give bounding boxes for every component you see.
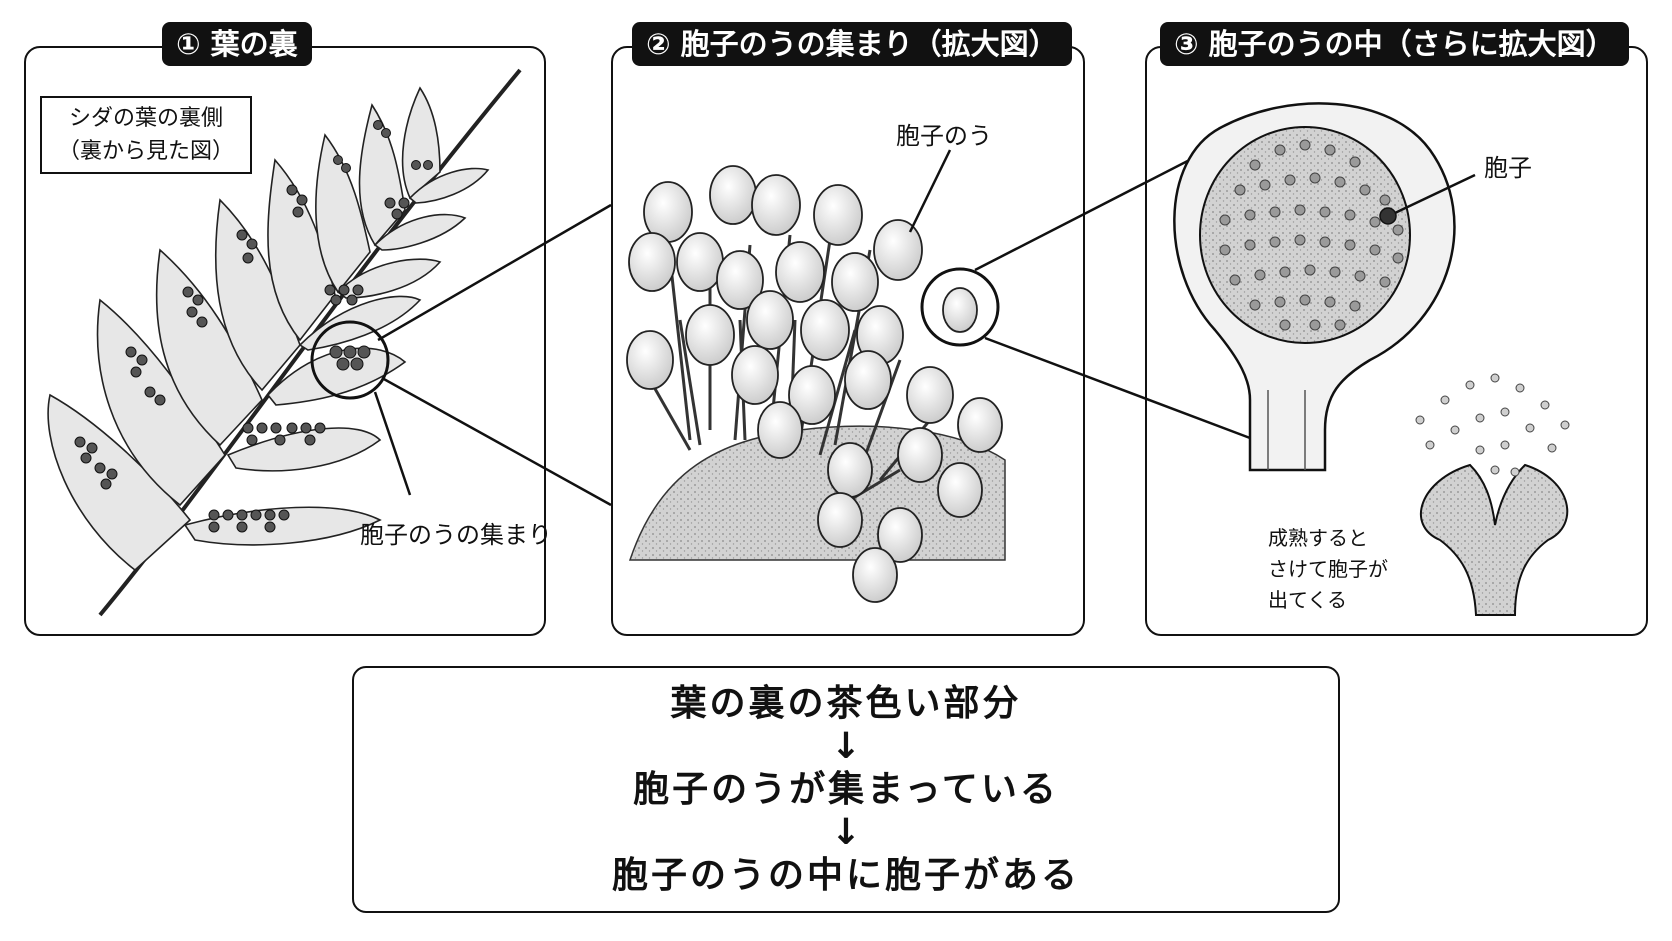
summary-line-2: 胞子のうが集まっている (354, 768, 1338, 812)
label-sori: 胞子のうの集まり (360, 515, 552, 550)
caption-line-3: 出てくる (1268, 585, 1388, 616)
caption-burst: 成熟すると さけて胞子が 出てくる (1268, 523, 1388, 616)
caption-line-1: 成熟すると (1268, 523, 1388, 554)
summary-arrow-2: ↓ (354, 812, 1338, 854)
label-sporangium: 胞子のう (896, 116, 992, 151)
bursting-sporangium-drawing (1416, 374, 1569, 615)
summary-line-3: 胞子のうの中に胞子がある (354, 854, 1338, 898)
summary-arrow-1: ↓ (354, 726, 1338, 768)
note-line-1: シダの葉の裏側 (58, 102, 234, 135)
panel2-title: ② 胞子のうの集まり（拡大図） (632, 22, 1072, 66)
leader-line-sporangium (910, 150, 950, 232)
zoom-line-2b (985, 338, 1250, 438)
leader-line-sori (375, 392, 410, 495)
sporangia-cluster-drawing (627, 166, 1005, 602)
label-spore: 胞子 (1484, 148, 1532, 183)
zoom-line-1b (382, 378, 611, 505)
sporangium-cross-section (1174, 103, 1454, 470)
leaf-underside-note: シダの葉の裏側 （裏から見た図） (40, 96, 252, 174)
summary-box: 葉の裏の茶色い部分 ↓ 胞子のうが集まっている ↓ 胞子のうの中に胞子がある (352, 666, 1340, 913)
caption-line-2: さけて胞子が (1268, 554, 1388, 585)
note-line-2: （裏から見た図） (58, 135, 234, 168)
panel3-title: ③ 胞子のうの中（さらに拡大図） (1160, 22, 1629, 66)
panel1-title: ① 葉の裏 (162, 22, 312, 66)
summary-line-1: 葉の裏の茶色い部分 (354, 682, 1338, 726)
